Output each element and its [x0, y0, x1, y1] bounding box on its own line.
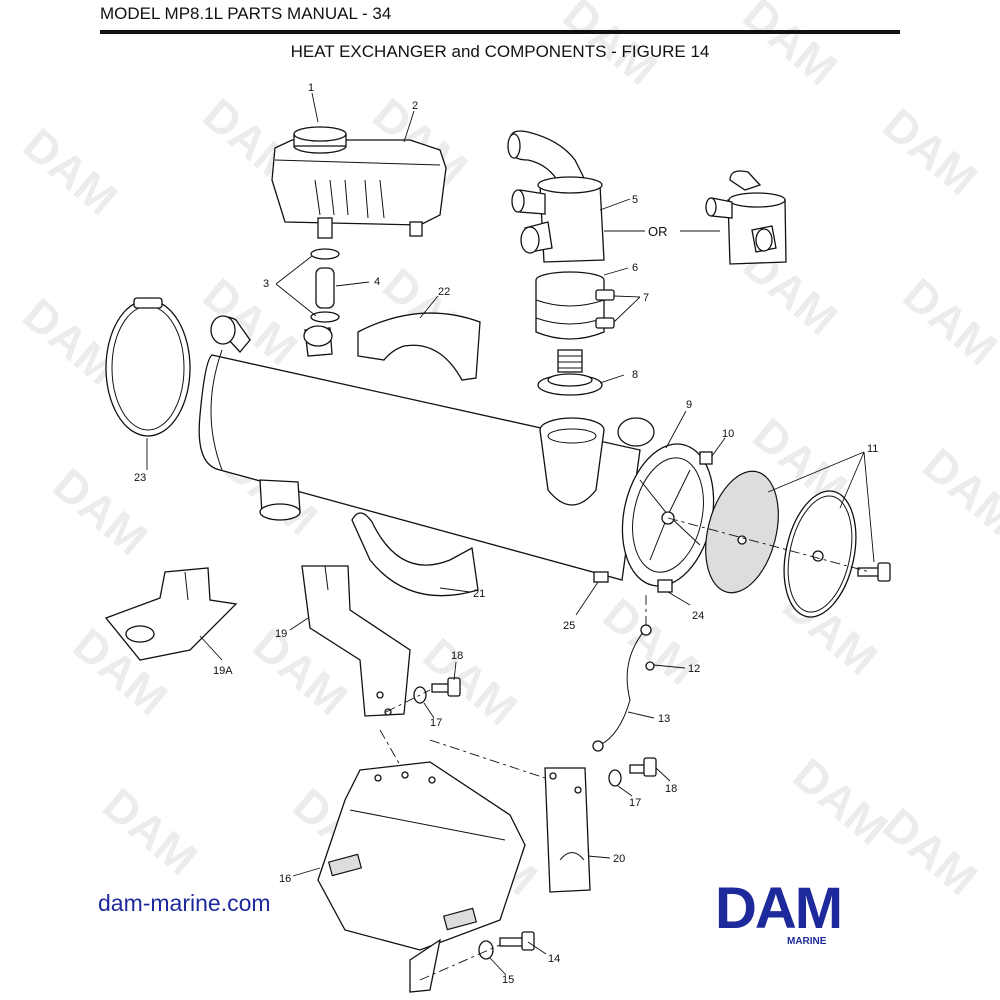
- skid-plate: [317, 761, 526, 993]
- reservoir-cap: [293, 126, 347, 154]
- thermostat-hose: [535, 271, 615, 340]
- callout-17a: 17: [430, 717, 442, 729]
- coolant-reservoir: [271, 139, 447, 239]
- heat-exchanger-body: [198, 315, 655, 581]
- callout-25: 25: [563, 620, 575, 632]
- thermostat-pocket: [539, 417, 605, 506]
- watermark: DAM: [734, 0, 848, 95]
- callout-labels: 1 2 3 4 5 6 7 8 9 10 11 12 13 14 15 16 1…: [134, 82, 878, 986]
- callout-8: 8: [632, 369, 638, 381]
- callout-11: 11: [867, 443, 878, 455]
- zinc-anode: [657, 579, 673, 593]
- callout-10: 10: [722, 428, 734, 440]
- callout-5: 5: [632, 194, 638, 206]
- callout-3: 3: [263, 278, 269, 290]
- washer-bolt-right: [608, 757, 657, 787]
- drain-fitting: [593, 571, 609, 583]
- callout-19: 19: [275, 628, 287, 640]
- leader-lines: [146, 92, 875, 976]
- mounting-plate: [544, 767, 591, 893]
- assembly-line: [385, 689, 431, 713]
- assembly-line: [419, 944, 501, 981]
- callout-6: 6: [632, 262, 638, 274]
- washer-bolt-lower: [478, 931, 535, 960]
- watermark: DAM: [14, 118, 128, 225]
- callout-2: 2: [412, 100, 418, 112]
- callout-22: 22: [438, 286, 450, 298]
- thermostat-housing: [507, 130, 605, 263]
- watermark: DAM: [554, 0, 668, 95]
- website-label: dam-marine.com: [98, 890, 271, 916]
- watermark: DAM: [94, 778, 208, 885]
- end-gasket: [783, 490, 857, 618]
- ground-strap: [592, 624, 655, 752]
- callout-18a: 18: [451, 650, 463, 662]
- watermark: DAM: [594, 588, 708, 695]
- callout-23: 23: [134, 472, 146, 484]
- manual-header-title: MODEL MP8.1L PARTS MANUAL - 34: [100, 4, 392, 23]
- end-plate: [705, 470, 779, 594]
- callout-13: 13: [658, 713, 670, 725]
- figure-title: HEAT EXCHANGER and COMPONENTS - FIGURE 1…: [290, 42, 710, 61]
- callout-19a: 19A: [213, 665, 233, 677]
- band-clamp: [105, 297, 191, 437]
- end-cap: [621, 443, 715, 587]
- thermostat: [537, 349, 603, 396]
- or-label: OR: [648, 224, 668, 239]
- assembly-line: [379, 729, 546, 779]
- callout-15: 15: [502, 974, 514, 986]
- callout-7: 7: [643, 292, 649, 304]
- callout-1: 1: [308, 82, 314, 94]
- callout-20: 20: [613, 853, 625, 865]
- watermark: DAM: [894, 268, 1000, 375]
- callout-24: 24: [692, 610, 704, 622]
- callout-14: 14: [548, 953, 560, 965]
- reservoir-hose-and-clamps: [310, 248, 340, 323]
- mounting-saddle-upper: [357, 312, 481, 381]
- end-bolt: [857, 562, 891, 582]
- assembly-line: [667, 517, 871, 573]
- header-rule: [100, 30, 900, 34]
- callout-12: 12: [688, 663, 700, 675]
- callout-4: 4: [374, 276, 380, 288]
- dam-marine-logo: DAM MARINE: [715, 876, 843, 947]
- callout-9: 9: [686, 399, 692, 411]
- mounting-saddle-lower: [351, 512, 479, 597]
- logo-subtext: MARINE: [787, 936, 827, 947]
- watermark: DAM: [874, 98, 988, 205]
- callout-17b: 17: [629, 797, 641, 809]
- callout-21: 21: [473, 588, 485, 600]
- watermark: DAM: [914, 438, 1000, 545]
- callout-16: 16: [279, 873, 291, 885]
- alternate-thermostat-housing: [705, 170, 787, 265]
- bracket-19a: [104, 567, 238, 661]
- callout-18b: 18: [665, 783, 677, 795]
- logo-wordmark: DAM: [715, 876, 841, 941]
